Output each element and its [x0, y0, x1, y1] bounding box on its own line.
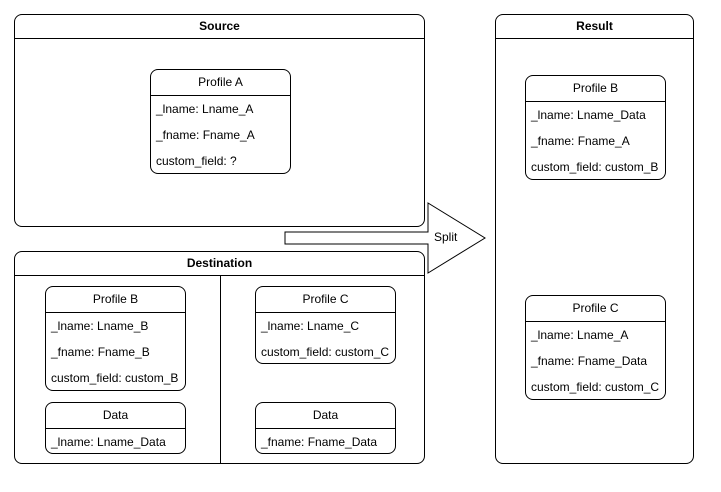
- dest-profile-b-lname-field: _lname: Lname_B: [51, 319, 149, 333]
- result-profile-c-lname-field: _lname: Lname_A: [531, 328, 629, 342]
- split-arrow-label: Split: [434, 230, 458, 244]
- result-profile-b-custom-field: custom_field: custom_B: [531, 160, 659, 174]
- profile-a-custom-field: custom_field: ?: [156, 154, 237, 168]
- destination-data-right-card: Data _fname: Fname_Data: [255, 402, 396, 454]
- dest-data-left-title: Data: [46, 403, 185, 429]
- result-profile-c-custom-field: custom_field: custom_C: [531, 380, 660, 394]
- result-profile-c-fname-field: _fname: Fname_Data: [531, 354, 648, 368]
- result-pane-title: Result: [496, 15, 693, 39]
- dest-profile-b-custom-field: custom_field: custom_B: [51, 371, 179, 385]
- dest-data-left-lname-field: _lname: Lname_Data: [51, 435, 166, 449]
- result-profile-b-card: Profile B _lname: Lname_Data _fname: Fna…: [525, 75, 666, 180]
- split-arrow-shape: [284, 202, 486, 274]
- result-profile-c-card: Profile C _lname: Lname_A _fname: Fname_…: [525, 295, 666, 400]
- destination-pane: Destination Profile B _lname: Lname_B _f…: [14, 251, 425, 464]
- result-profile-b-fname-field: _fname: Fname_A: [531, 134, 630, 148]
- destination-pane-title: Destination: [15, 252, 424, 276]
- result-profile-b-title: Profile B: [526, 76, 665, 102]
- dest-data-right-fname-field: _fname: Fname_Data: [261, 435, 378, 449]
- source-profile-a-card: Profile A _lname: Lname_A _fname: Fname_…: [150, 69, 291, 174]
- result-profile-c-title: Profile C: [526, 296, 665, 322]
- profile-a-lname-field: _lname: Lname_A: [156, 102, 254, 116]
- destination-profile-c-card: Profile C _lname: Lname_C custom_field: …: [255, 286, 396, 364]
- profile-a-title: Profile A: [151, 70, 290, 96]
- result-pane: Result Profile B _lname: Lname_Data _fna…: [495, 14, 694, 464]
- dest-profile-c-lname-field: _lname: Lname_C: [261, 319, 360, 333]
- dest-profile-b-title: Profile B: [46, 287, 185, 313]
- dest-profile-b-fname-field: _fname: Fname_B: [51, 345, 150, 359]
- source-pane-title: Source: [15, 15, 424, 39]
- dest-profile-c-custom-field: custom_field: custom_C: [261, 345, 390, 359]
- result-profile-b-lname-field: _lname: Lname_Data: [531, 108, 646, 122]
- source-pane: Source Profile A _lname: Lname_A _fname:…: [14, 14, 425, 227]
- dest-data-right-title: Data: [256, 403, 395, 429]
- destination-divider: [220, 276, 221, 463]
- destination-profile-b-card: Profile B _lname: Lname_B _fname: Fname_…: [45, 286, 186, 391]
- dest-profile-c-title: Profile C: [256, 287, 395, 313]
- profile-a-fname-field: _fname: Fname_A: [156, 128, 255, 142]
- destination-data-left-card: Data _lname: Lname_Data: [45, 402, 186, 454]
